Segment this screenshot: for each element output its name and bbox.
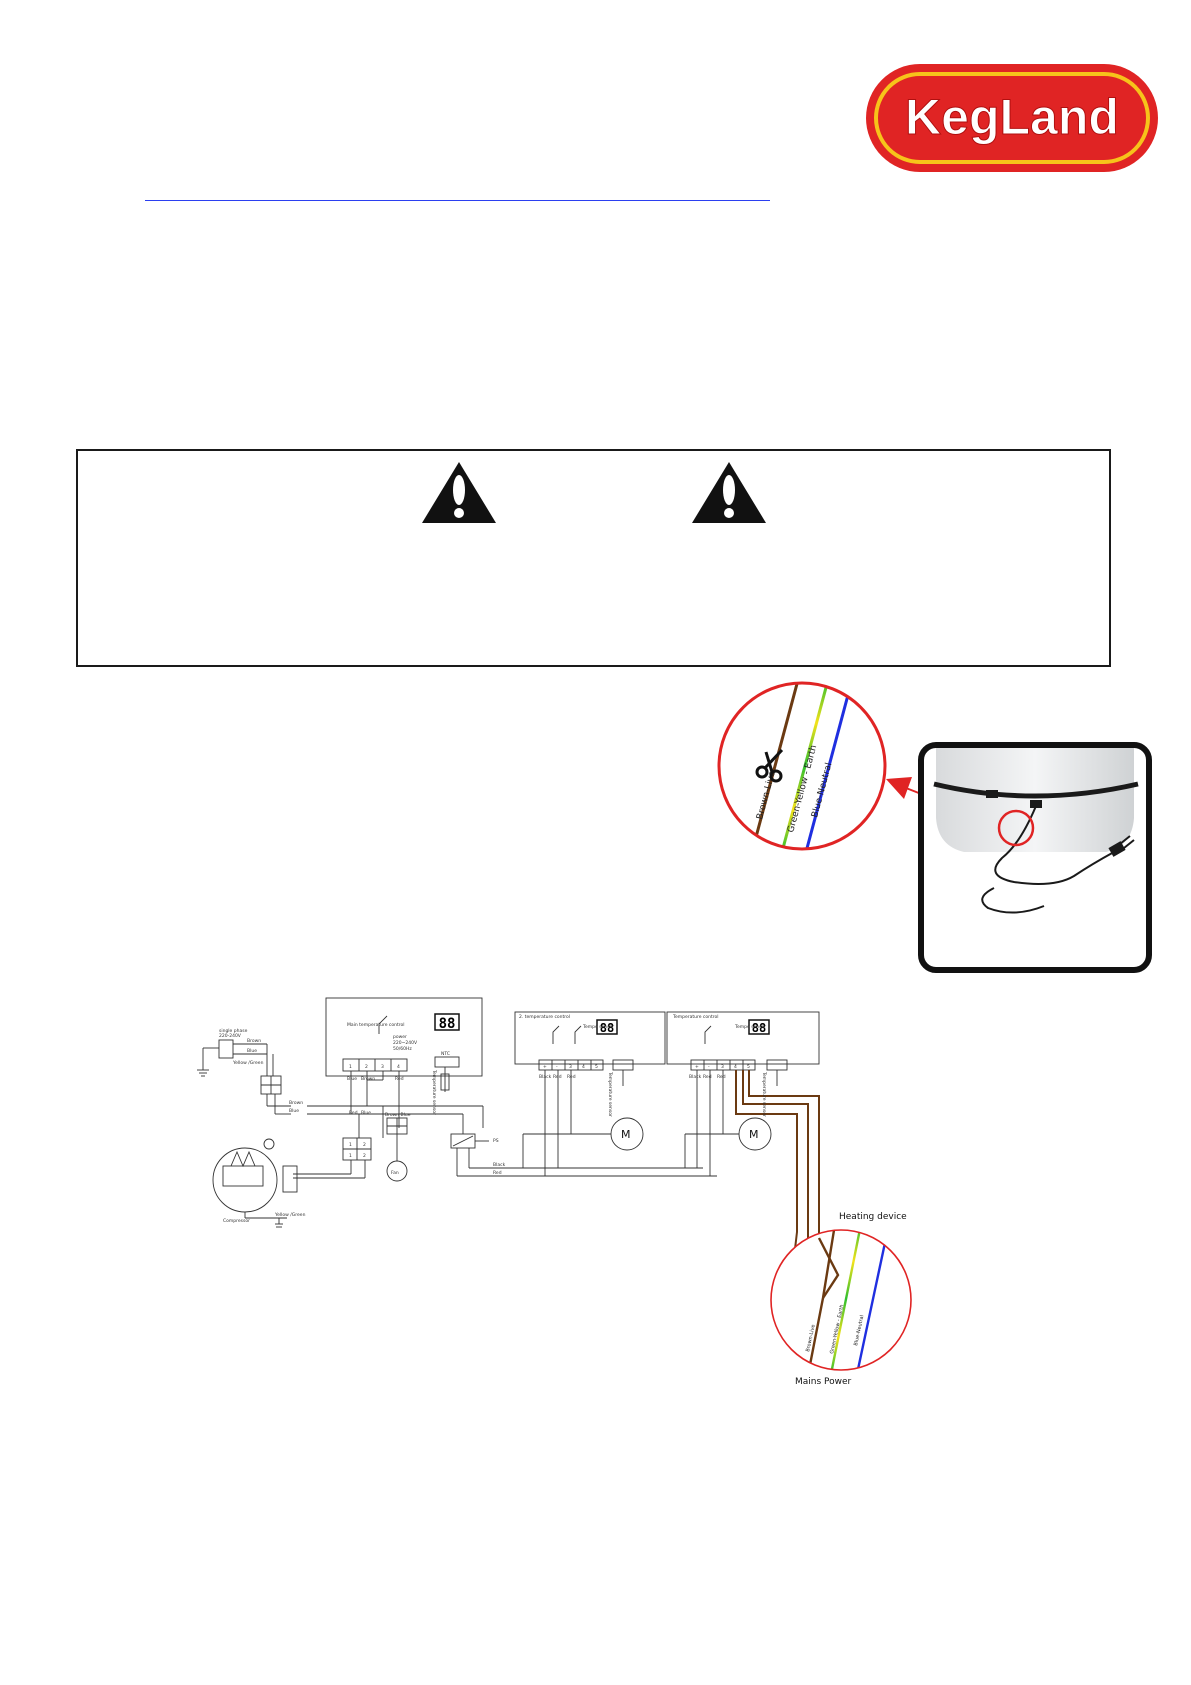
- svg-text:3: 3: [721, 1064, 724, 1070]
- link-underline[interactable]: [145, 200, 770, 201]
- svg-text:Red: Red: [717, 1074, 726, 1080]
- svg-text:-: -: [708, 1065, 710, 1070]
- controller2-box: [514, 1011, 666, 1065]
- warning-triangle-icon: [692, 462, 766, 523]
- svg-text:88: 88: [600, 1021, 614, 1035]
- svg-text:Black: Black: [689, 1074, 702, 1080]
- svg-text:Brown Blue: Brown Blue: [385, 1112, 411, 1118]
- svg-text:Blue: Blue: [361, 1110, 371, 1116]
- svg-text:2: 2: [363, 1142, 366, 1148]
- warning-box: [76, 449, 1111, 667]
- svg-text:220~240V: 220~240V: [393, 1040, 418, 1046]
- svg-text:Temperature control: Temperature control: [672, 1014, 719, 1020]
- svg-text:+: +: [695, 1064, 699, 1070]
- scissors-icon: [755, 748, 784, 783]
- svg-text:1: 1: [349, 1064, 352, 1070]
- svg-text:3: 3: [569, 1064, 572, 1070]
- svg-text:Brown: Brown: [289, 1100, 303, 1106]
- svg-text:Blue: Blue: [347, 1076, 357, 1082]
- svg-text:Blue: Blue: [247, 1048, 257, 1054]
- svg-text:Red: Red: [553, 1074, 562, 1080]
- svg-text:Red: Red: [567, 1074, 576, 1080]
- svg-text:Red: Red: [703, 1074, 712, 1080]
- logo-text: KegLand: [905, 89, 1119, 145]
- svg-text:Red: Red: [493, 1170, 502, 1176]
- svg-text:-: -: [556, 1065, 558, 1070]
- svg-text:NTC: NTC: [441, 1051, 450, 1057]
- svg-text:4: 4: [734, 1064, 737, 1070]
- svg-text:88: 88: [439, 1016, 456, 1032]
- svg-text:1: 1: [349, 1142, 352, 1148]
- svg-text:88: 88: [752, 1021, 766, 1035]
- svg-text:Temperature sensor: Temperature sensor: [607, 1071, 613, 1117]
- svg-text:Red: Red: [395, 1076, 404, 1082]
- svg-text:Yellow /Green: Yellow /Green: [232, 1060, 264, 1066]
- svg-text:Blue: Blue: [289, 1108, 299, 1114]
- svg-text:Red: Red: [349, 1110, 358, 1116]
- svg-text:M: M: [621, 1128, 631, 1141]
- svg-text:single phase: single phase: [219, 1028, 248, 1034]
- svg-text:50/60Hz: 50/60Hz: [393, 1046, 412, 1052]
- svg-text:Compressor: Compressor: [223, 1218, 250, 1224]
- product-photo: [918, 742, 1152, 973]
- svg-text:Fan: Fan: [391, 1170, 399, 1176]
- svg-text:Black: Black: [539, 1074, 552, 1080]
- keg-land-logo: KegLand: [866, 64, 1158, 172]
- svg-text:M: M: [749, 1128, 759, 1141]
- heating-zoom-circle: Brown-Live Green-Yellow - Earth Blue-Neu…: [771, 1230, 911, 1370]
- svg-text:Temperature sensor: Temperature sensor: [761, 1071, 767, 1117]
- cable-zoom-circle: Brown-Live Green-Yellow - Earth Blue-Neu…: [717, 681, 887, 851]
- svg-text:Brown: Brown: [247, 1038, 261, 1044]
- svg-text:Temperature sensor: Temperature sensor: [431, 1069, 437, 1115]
- svg-text:Brown: Brown: [361, 1076, 375, 1082]
- svg-text:220-240V: 220-240V: [219, 1033, 242, 1039]
- svg-text:1: 1: [349, 1153, 352, 1159]
- svg-text:2: 2: [363, 1153, 366, 1159]
- svg-text:Black: Black: [493, 1162, 506, 1168]
- svg-text:Main temperature control: Main temperature control: [347, 1022, 405, 1028]
- svg-text:Yellow /Green: Yellow /Green: [274, 1212, 306, 1218]
- svg-text:power: power: [393, 1034, 407, 1040]
- svg-text:Tempe sensor: Tempe sensor: [734, 1024, 766, 1030]
- svg-text:4: 4: [582, 1064, 585, 1070]
- main-controller-box: [325, 997, 483, 1077]
- wiring-diagram: 88 88 88 Main temperature control power …: [197, 997, 912, 1387]
- svg-text:PS: PS: [493, 1138, 499, 1144]
- svg-text:5: 5: [595, 1064, 598, 1070]
- svg-text:Tempe sensor: Tempe sensor: [582, 1024, 614, 1030]
- mains-power-label: Mains Power: [795, 1377, 852, 1387]
- svg-text:4: 4: [397, 1064, 400, 1070]
- svg-text:+: +: [543, 1064, 547, 1070]
- svg-text:2: 2: [365, 1064, 368, 1070]
- svg-text:5: 5: [747, 1064, 750, 1070]
- svg-text:Brown-Live: Brown-Live: [805, 1324, 817, 1352]
- heating-device-label: Heating device: [839, 1212, 907, 1222]
- svg-text:2. temperature control: 2. temperature control: [519, 1014, 570, 1020]
- svg-text:3: 3: [381, 1064, 384, 1070]
- warning-triangle-icon: [422, 462, 496, 523]
- seven-segment-display: 88 88 88: [434, 1013, 770, 1035]
